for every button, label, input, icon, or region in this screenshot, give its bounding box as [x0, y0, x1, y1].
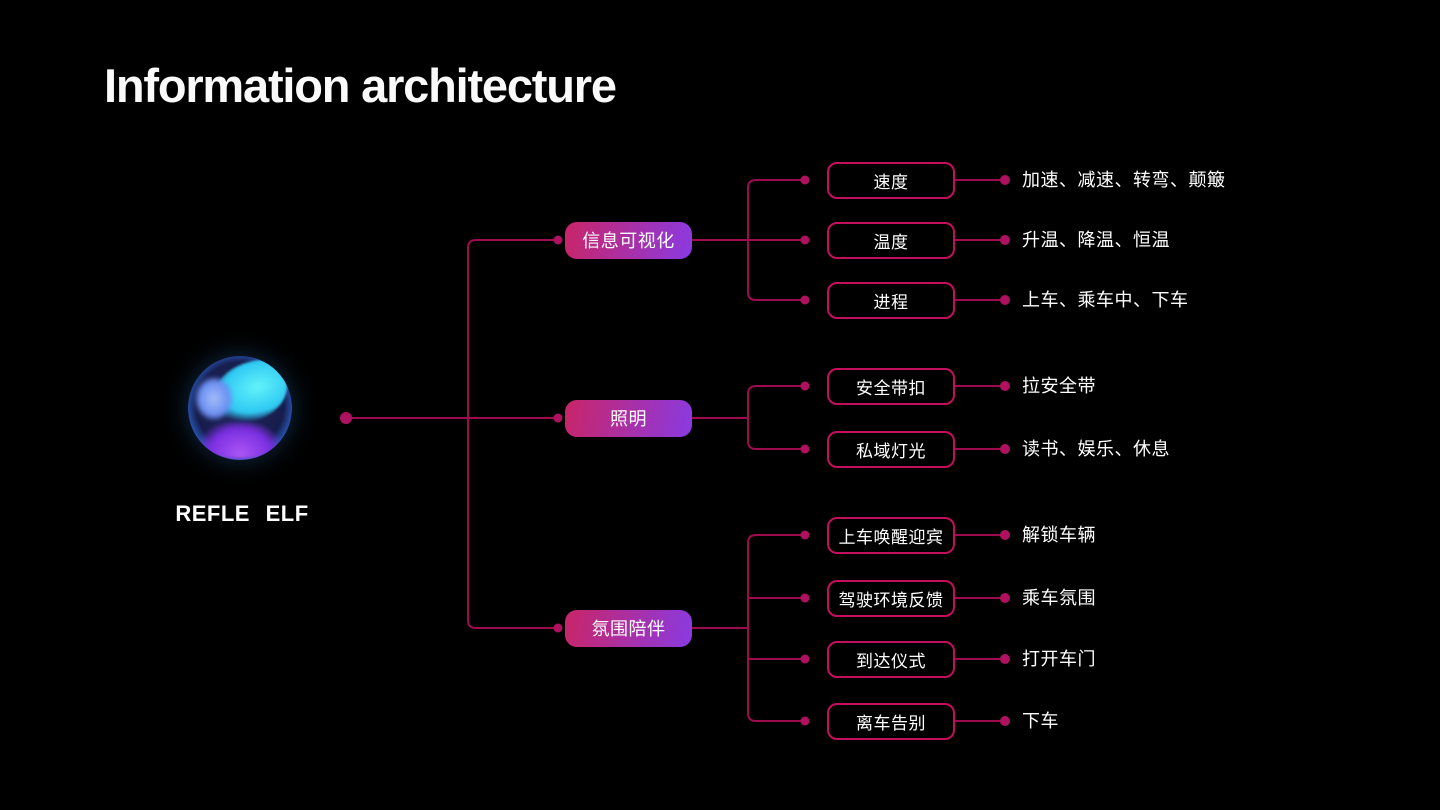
sphere-highlight-blob [195, 376, 233, 421]
connector-line [747, 534, 805, 628]
connector-dot [553, 413, 563, 423]
child-box: 驾驶环境反馈 [827, 579, 955, 617]
connector-dot [1000, 530, 1010, 540]
connector-dot [553, 235, 563, 245]
branch-pill: 氛围陪伴 [565, 609, 692, 647]
leaf-text: 解锁车辆 [1022, 525, 1096, 545]
connector-dot [1000, 593, 1010, 603]
sphere-purple-base [200, 421, 280, 459]
connector-dot [800, 654, 810, 664]
connector-dot [1000, 444, 1010, 454]
leaf-text: 打开车门 [1022, 649, 1096, 669]
connector-dot [800, 235, 810, 245]
connector-dot [800, 593, 810, 603]
connector-dot [800, 295, 810, 305]
connector-dot [1000, 654, 1010, 664]
connector-line [747, 628, 805, 722]
leaf-text: 下车 [1022, 711, 1059, 731]
child-box: 到达仪式 [827, 640, 955, 678]
root-node-label: REFLE ELF [175, 501, 309, 526]
connector-dot [553, 623, 563, 633]
child-box: 私域灯光 [827, 430, 955, 468]
sphere-icon [188, 356, 292, 460]
child-box: 安全带扣 [827, 367, 955, 405]
connector-dot [800, 444, 810, 454]
connector-dot [1000, 295, 1010, 305]
connector-dot [1000, 235, 1010, 245]
connector-line [467, 239, 558, 418]
branch-pill: 信息可视化 [565, 221, 692, 259]
leaf-text: 上车、乘车中、下车 [1022, 290, 1189, 310]
leaf-text: 拉安全带 [1022, 376, 1096, 396]
connector-line [747, 418, 805, 450]
connector-dot [800, 381, 810, 391]
child-box: 进程 [827, 281, 955, 319]
page-title: Information architecture [104, 59, 617, 112]
child-box: 离车告别 [827, 702, 955, 740]
branch-pill: 照明 [565, 399, 692, 437]
leaf-text: 加速、减速、转弯、颠簸 [1022, 170, 1226, 190]
connector-line [747, 240, 805, 301]
child-box: 上车唤醒迎宾 [827, 516, 955, 554]
connector-line [467, 418, 558, 629]
connector-dot [800, 530, 810, 540]
connector-dot [1000, 175, 1010, 185]
connector-dot [1000, 381, 1010, 391]
leaf-text: 乘车氛围 [1022, 588, 1096, 608]
connector-dot [800, 175, 810, 185]
connector-line [747, 179, 805, 240]
child-box: 温度 [827, 221, 955, 259]
connector-dot [1000, 716, 1010, 726]
connector-dot [800, 716, 810, 726]
connector-line [747, 385, 805, 418]
connector-dot [340, 412, 352, 424]
leaf-text: 升温、降温、恒温 [1022, 230, 1170, 250]
leaf-text: 读书、娱乐、休息 [1022, 439, 1170, 459]
child-box: 速度 [827, 161, 955, 199]
